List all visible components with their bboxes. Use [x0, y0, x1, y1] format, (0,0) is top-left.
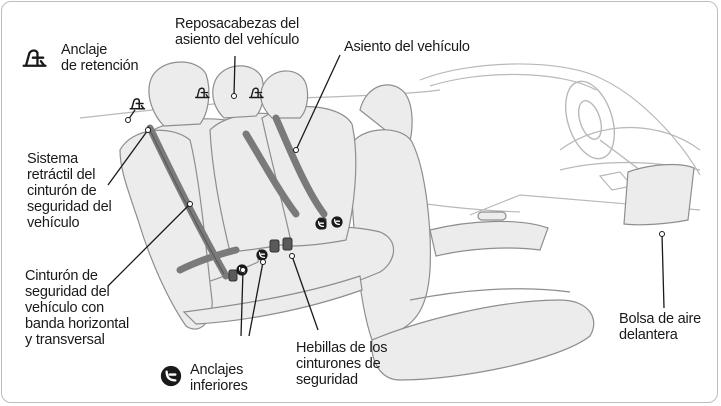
leader-lines	[107, 54, 665, 337]
retractor-label: Sistema retráctil del cinturón de seguri…	[27, 151, 112, 231]
tether-anchor-label: Anclaje de retención	[61, 42, 139, 74]
belt-edge	[147, 125, 225, 275]
dashboard-outline	[399, 63, 701, 216]
rear-bench-seat	[119, 105, 395, 330]
seat-belts	[146, 114, 328, 280]
seatbelt-buckles	[228, 217, 327, 282]
tether-anchor-icon	[22, 49, 47, 67]
buckles-label: Hebillas de los cinturones de seguridad	[296, 340, 388, 388]
front-seat	[349, 84, 595, 381]
rear-headrests	[148, 61, 309, 127]
airbag-label: Bolsa de aire delantera	[619, 311, 702, 343]
lower-anchor-icon	[159, 364, 183, 388]
lap-shoulder-belt-label: Cinturón de seguridad del vehículo con b…	[25, 268, 130, 348]
center-console	[429, 211, 549, 257]
lower-anchors-label: Anclajes inferiores	[190, 362, 248, 394]
headrests-label: Reposacabezas del asiento del vehículo	[175, 16, 300, 48]
seat-label: Asiento del vehículo	[344, 39, 470, 55]
leader-dots	[125, 93, 665, 273]
front-airbag-panel	[623, 163, 695, 226]
steering-wheel	[564, 80, 641, 171]
